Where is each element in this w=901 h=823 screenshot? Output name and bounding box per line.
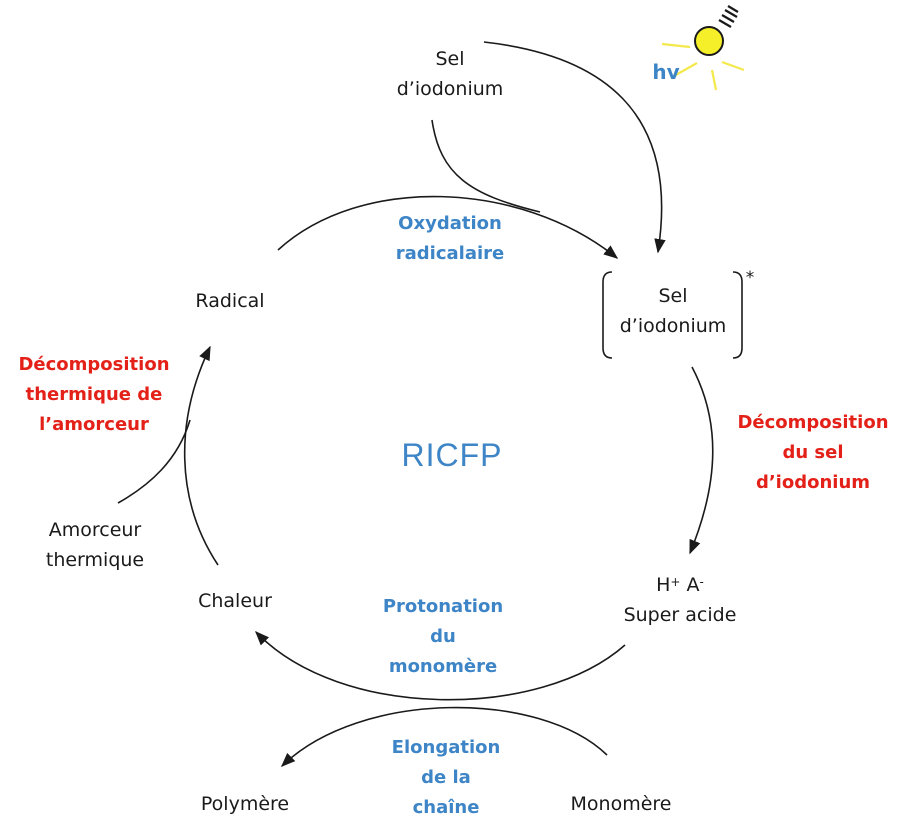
step-decomp-sel-line2: du sel	[782, 442, 844, 463]
step-elongation: Elongation de la chaîne	[376, 733, 516, 823]
arc-elongation	[280, 706, 608, 768]
node-monomere: Monomère	[570, 793, 672, 815]
node-sel-iodonium-top: Sel d’iodonium	[390, 44, 510, 104]
arrow-sel-to-excited	[431, 119, 541, 213]
node-amorceur-line2: thermique	[45, 549, 145, 571]
step-decomp-thermique-line2: thermique de	[25, 384, 163, 405]
step-decomp-thermique-line3: l’amorceur	[39, 414, 149, 435]
arc-left	[183, 345, 219, 566]
step-decomp-thermique-line1: Décomposition	[18, 354, 170, 375]
step-protonation-line1: Protonation	[382, 596, 504, 617]
node-super-acide-label: Super acide	[623, 604, 737, 626]
step-elongation-line1: Elongation	[391, 737, 501, 758]
arc-protonation	[255, 630, 626, 701]
step-protonation: Protonation du monomère	[358, 592, 528, 682]
step-oxydation: Oxydation radicalaire	[370, 209, 530, 269]
node-chaleur: Chaleur	[198, 590, 272, 612]
formula-h-charge: +	[670, 575, 681, 589]
node-amorceur-line1: Amorceur	[48, 519, 142, 541]
light-bulb-icon	[661, 5, 745, 91]
step-decomposition-thermique: Décomposition thermique de l’amorceur	[4, 350, 184, 440]
node-sel-line2: d’iodonium	[396, 78, 504, 100]
node-sel-excited-line1: Sel	[658, 285, 688, 307]
formula-a-charge: -	[699, 575, 704, 589]
arc-decomposition-sel	[689, 366, 714, 555]
arrow-amorceur	[117, 419, 191, 504]
formula-h: H	[656, 574, 671, 596]
node-amorceur-thermique: Amorceur thermique	[30, 515, 160, 575]
step-elongation-line2: de la	[421, 767, 471, 788]
node-sel-line1: Sel	[435, 48, 465, 70]
node-polymere: Polymère	[200, 793, 290, 815]
step-decomposition-sel: Décomposition du sel d’iodonium	[727, 408, 899, 498]
node-sel-excited-line2: d’iodonium	[619, 315, 727, 337]
formula-a: A	[686, 574, 700, 596]
step-protonation-line2: du	[430, 626, 456, 647]
node-sel-iodonium-excited: Sel d’iodonium	[613, 281, 733, 341]
excited-star: *	[745, 268, 755, 288]
arc-oxydation	[277, 195, 619, 259]
bracket-right	[732, 271, 743, 359]
center-title: RICFP	[401, 437, 503, 473]
step-oxydation-line1: Oxydation	[398, 213, 502, 234]
node-super-acide: H+ A- Super acide	[610, 570, 750, 630]
step-decomp-sel-line1: Décomposition	[737, 412, 889, 433]
step-elongation-line3: chaîne	[412, 797, 480, 818]
node-radical: Radical	[195, 290, 265, 312]
arrow-light	[483, 41, 666, 254]
step-decomp-sel-line3: d’iodonium	[755, 472, 871, 493]
step-protonation-line3: monomère	[388, 656, 498, 677]
node-super-acide-formula: H+ A-	[610, 570, 750, 600]
bracket-left	[602, 271, 613, 359]
light-label: hv	[652, 60, 680, 84]
step-oxydation-line2: radicalaire	[395, 243, 505, 264]
